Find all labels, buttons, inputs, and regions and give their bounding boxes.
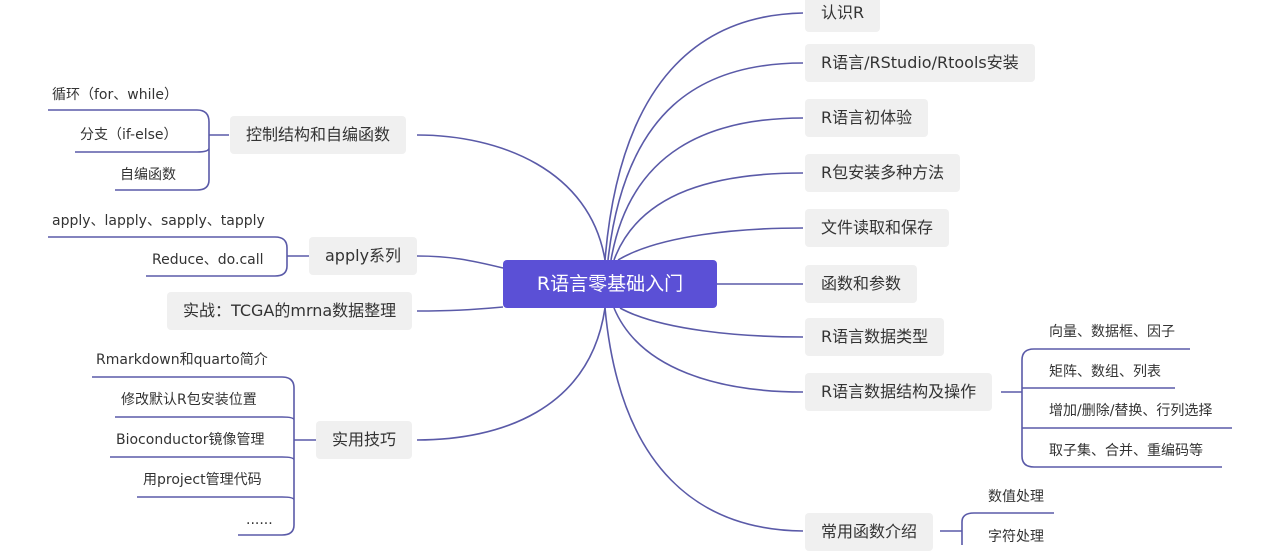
- leaf-bioconductor-mirror[interactable]: Bioconductor镜像管理: [116, 432, 265, 448]
- leaf-apply-functions[interactable]: apply、lapply、sapply、tapply: [52, 213, 265, 229]
- leaf-vector-df-factor[interactable]: 向量、数据框、因子: [1049, 324, 1175, 340]
- topic-apply-family[interactable]: apply系列: [309, 237, 418, 275]
- link-root-tips: [416, 307, 606, 441]
- topic-data-structures[interactable]: R语言数据结构及操作: [805, 373, 993, 411]
- link-root-t1: [604, 12, 804, 261]
- link-root-t5: [617, 227, 804, 261]
- link-root-t8: [613, 307, 804, 393]
- bracket-apply: [48, 236, 310, 277]
- bracket-t9: [940, 512, 1054, 545]
- root-node[interactable]: R语言零基础入门: [503, 260, 717, 308]
- leaf-ellipsis: ......: [246, 512, 273, 528]
- link-root-t7: [619, 307, 804, 338]
- topic-first-experience[interactable]: R语言初体验: [805, 99, 929, 137]
- link-root-t2: [607, 62, 804, 261]
- bracket-tips: [92, 376, 316, 536]
- topic-tcga-practice[interactable]: 实战：TCGA的mrna数据整理: [167, 292, 413, 330]
- leaf-subset-merge-recode[interactable]: 取子集、合并、重编码等: [1049, 443, 1203, 459]
- leaf-branch[interactable]: 分支（if-else）: [80, 127, 178, 143]
- topic-common-functions[interactable]: 常用函数介绍: [805, 513, 934, 551]
- leaf-loop[interactable]: 循环（for、while）: [52, 87, 178, 103]
- link-root-practice: [416, 306, 504, 312]
- leaf-numeric-processing[interactable]: 数值处理: [988, 489, 1044, 505]
- bracket-control: [48, 109, 229, 191]
- leaf-reduce-docall[interactable]: Reduce、do.call: [152, 252, 264, 268]
- leaf-package-location[interactable]: 修改默认R包安装位置: [121, 392, 257, 408]
- leaf-custom-function[interactable]: 自编函数: [120, 167, 176, 183]
- topic-data-types[interactable]: R语言数据类型: [805, 318, 945, 356]
- topic-know-r[interactable]: 认识R: [805, 0, 881, 32]
- link-root-apply: [416, 255, 504, 269]
- topic-useful-tips[interactable]: 实用技巧: [316, 421, 413, 459]
- link-root-t9: [604, 307, 804, 532]
- topic-file-io[interactable]: 文件读取和保存: [805, 209, 950, 247]
- link-root-t3: [610, 117, 804, 261]
- bracket-t8: [1001, 348, 1232, 468]
- leaf-matrix-array-list[interactable]: 矩阵、数组、列表: [1049, 364, 1161, 380]
- topic-install[interactable]: R语言/RStudio/Rtools安装: [805, 44, 1035, 82]
- link-root-t4: [613, 172, 804, 261]
- leaf-project-management[interactable]: 用project管理代码: [143, 472, 262, 488]
- topic-functions-args[interactable]: 函数和参数: [805, 265, 918, 303]
- link-root-control: [416, 134, 606, 261]
- topic-control-structures[interactable]: 控制结构和自编函数: [230, 116, 407, 154]
- leaf-rmarkdown-quarto[interactable]: Rmarkdown和quarto简介: [96, 352, 268, 368]
- leaf-add-delete-replace[interactable]: 增加/删除/替换、行列选择: [1049, 403, 1213, 419]
- topic-package-install[interactable]: R包安装多种方法: [805, 154, 961, 192]
- leaf-string-processing[interactable]: 字符处理: [988, 529, 1044, 545]
